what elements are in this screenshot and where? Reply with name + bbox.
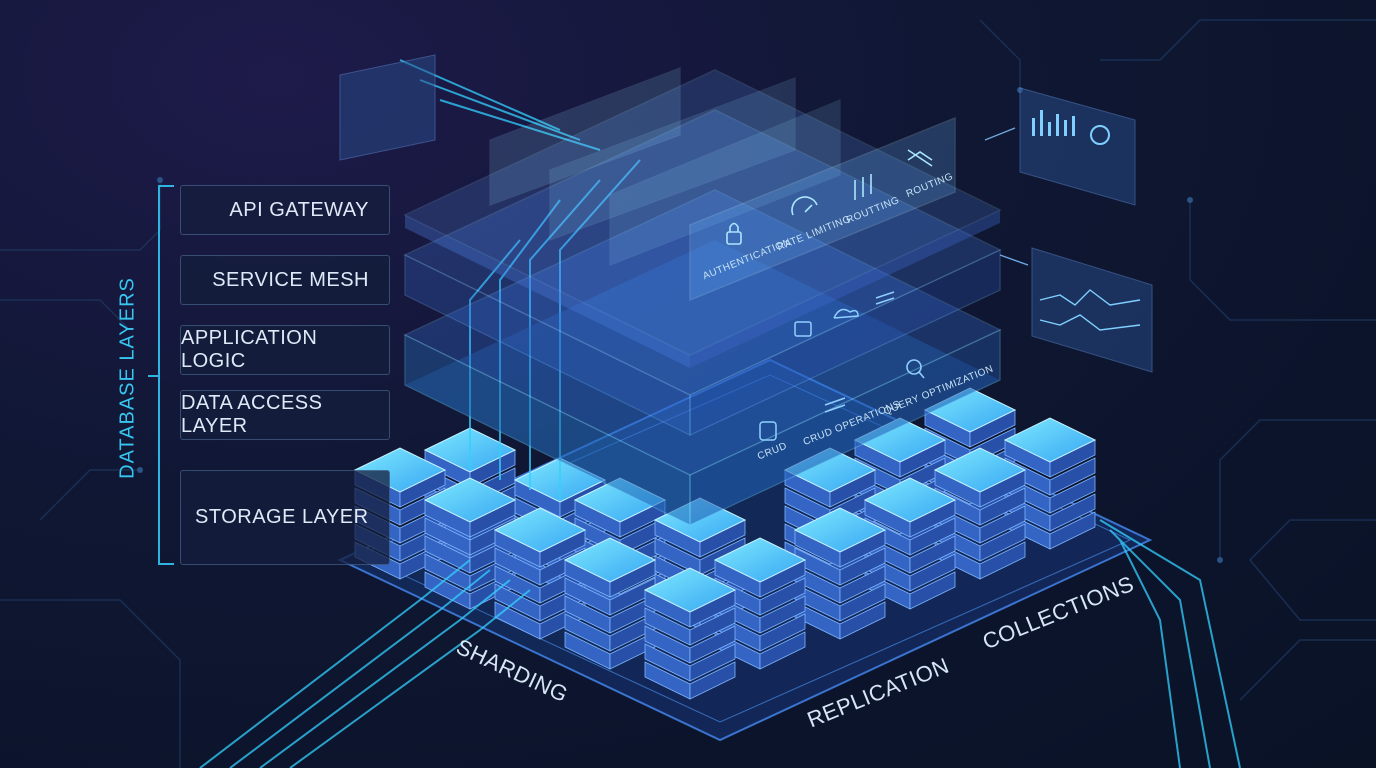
server-rack (493, 507, 587, 640)
switch-icon (875, 291, 895, 305)
api-gateway-panel (689, 116, 956, 302)
floating-panels (489, 67, 956, 302)
cloud-icon (833, 308, 859, 319)
side-label-application-logic: APPLICATION LOGIC (180, 325, 390, 375)
server-rack (863, 477, 957, 610)
arrows-icon (824, 397, 846, 413)
side-label-data-access-layer: DATA ACCESS LAYER (180, 390, 390, 440)
layers-bracket (158, 185, 174, 565)
analytics-card (1019, 87, 1136, 206)
database-icon (759, 421, 777, 441)
graph-card (1031, 247, 1153, 373)
server-rack (793, 507, 887, 640)
code-card (339, 54, 436, 161)
magnifier-icon (906, 359, 925, 379)
service-mesh-slab (403, 69, 1002, 368)
server-icon (794, 321, 812, 337)
info-cards (339, 54, 1153, 373)
server-rack (713, 537, 807, 670)
side-label-api-gateway: API GATEWAY (180, 185, 390, 235)
server-rack (563, 537, 657, 670)
bracket-tick (148, 375, 158, 377)
gauge-icon (791, 196, 818, 216)
server-racks (353, 387, 1097, 700)
sliders-icon (854, 174, 872, 200)
shuffle-icon (907, 149, 933, 167)
application-logic-slab (403, 109, 1002, 436)
server-rack (643, 567, 737, 700)
side-label-storage-layer: STORAGE LAYER (180, 470, 390, 565)
side-label-service-mesh: SERVICE MESH (180, 255, 390, 305)
lock-icon (726, 222, 742, 245)
database-layers-title: DATABASE LAYERS (116, 277, 139, 479)
